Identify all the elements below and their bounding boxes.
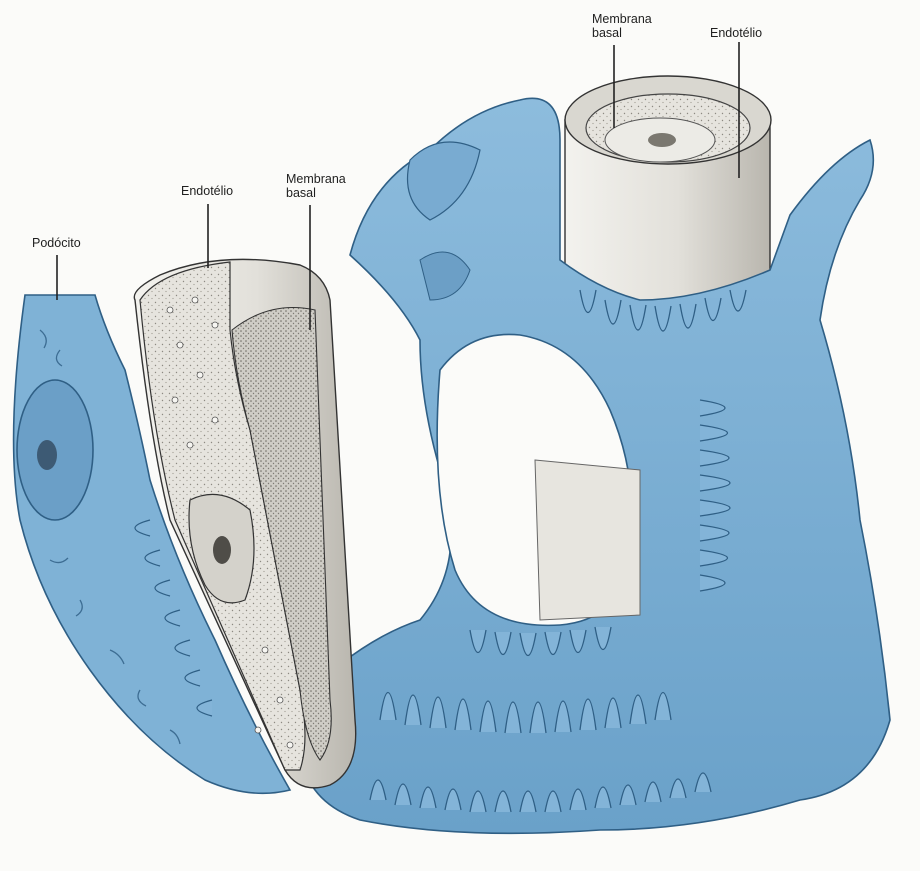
- podocyte-left: [12, 294, 292, 795]
- label-membrana-basal-top: Membrana basal: [592, 12, 652, 40]
- capillary-left: [133, 258, 357, 789]
- label-membrana-basal-top-line2: basal: [592, 26, 622, 40]
- label-podocito: Podócito: [32, 236, 81, 250]
- label-endotelio-left: Endotélio: [181, 184, 234, 198]
- label-membrana-basal-top-line1: Membrana: [592, 12, 652, 26]
- foot-processes: [369, 289, 747, 813]
- label-membrana-basal-left: Membrana basal: [286, 172, 346, 200]
- podocyte-body: [299, 97, 891, 835]
- label-endotelio-top: Endotélio: [710, 26, 763, 40]
- leader-lines: [56, 42, 740, 330]
- capillary-top: [564, 75, 772, 321]
- label-membrana-basal-left-line1: Membrana: [286, 172, 346, 186]
- label-membrana-basal-left-line2: basal: [286, 186, 316, 200]
